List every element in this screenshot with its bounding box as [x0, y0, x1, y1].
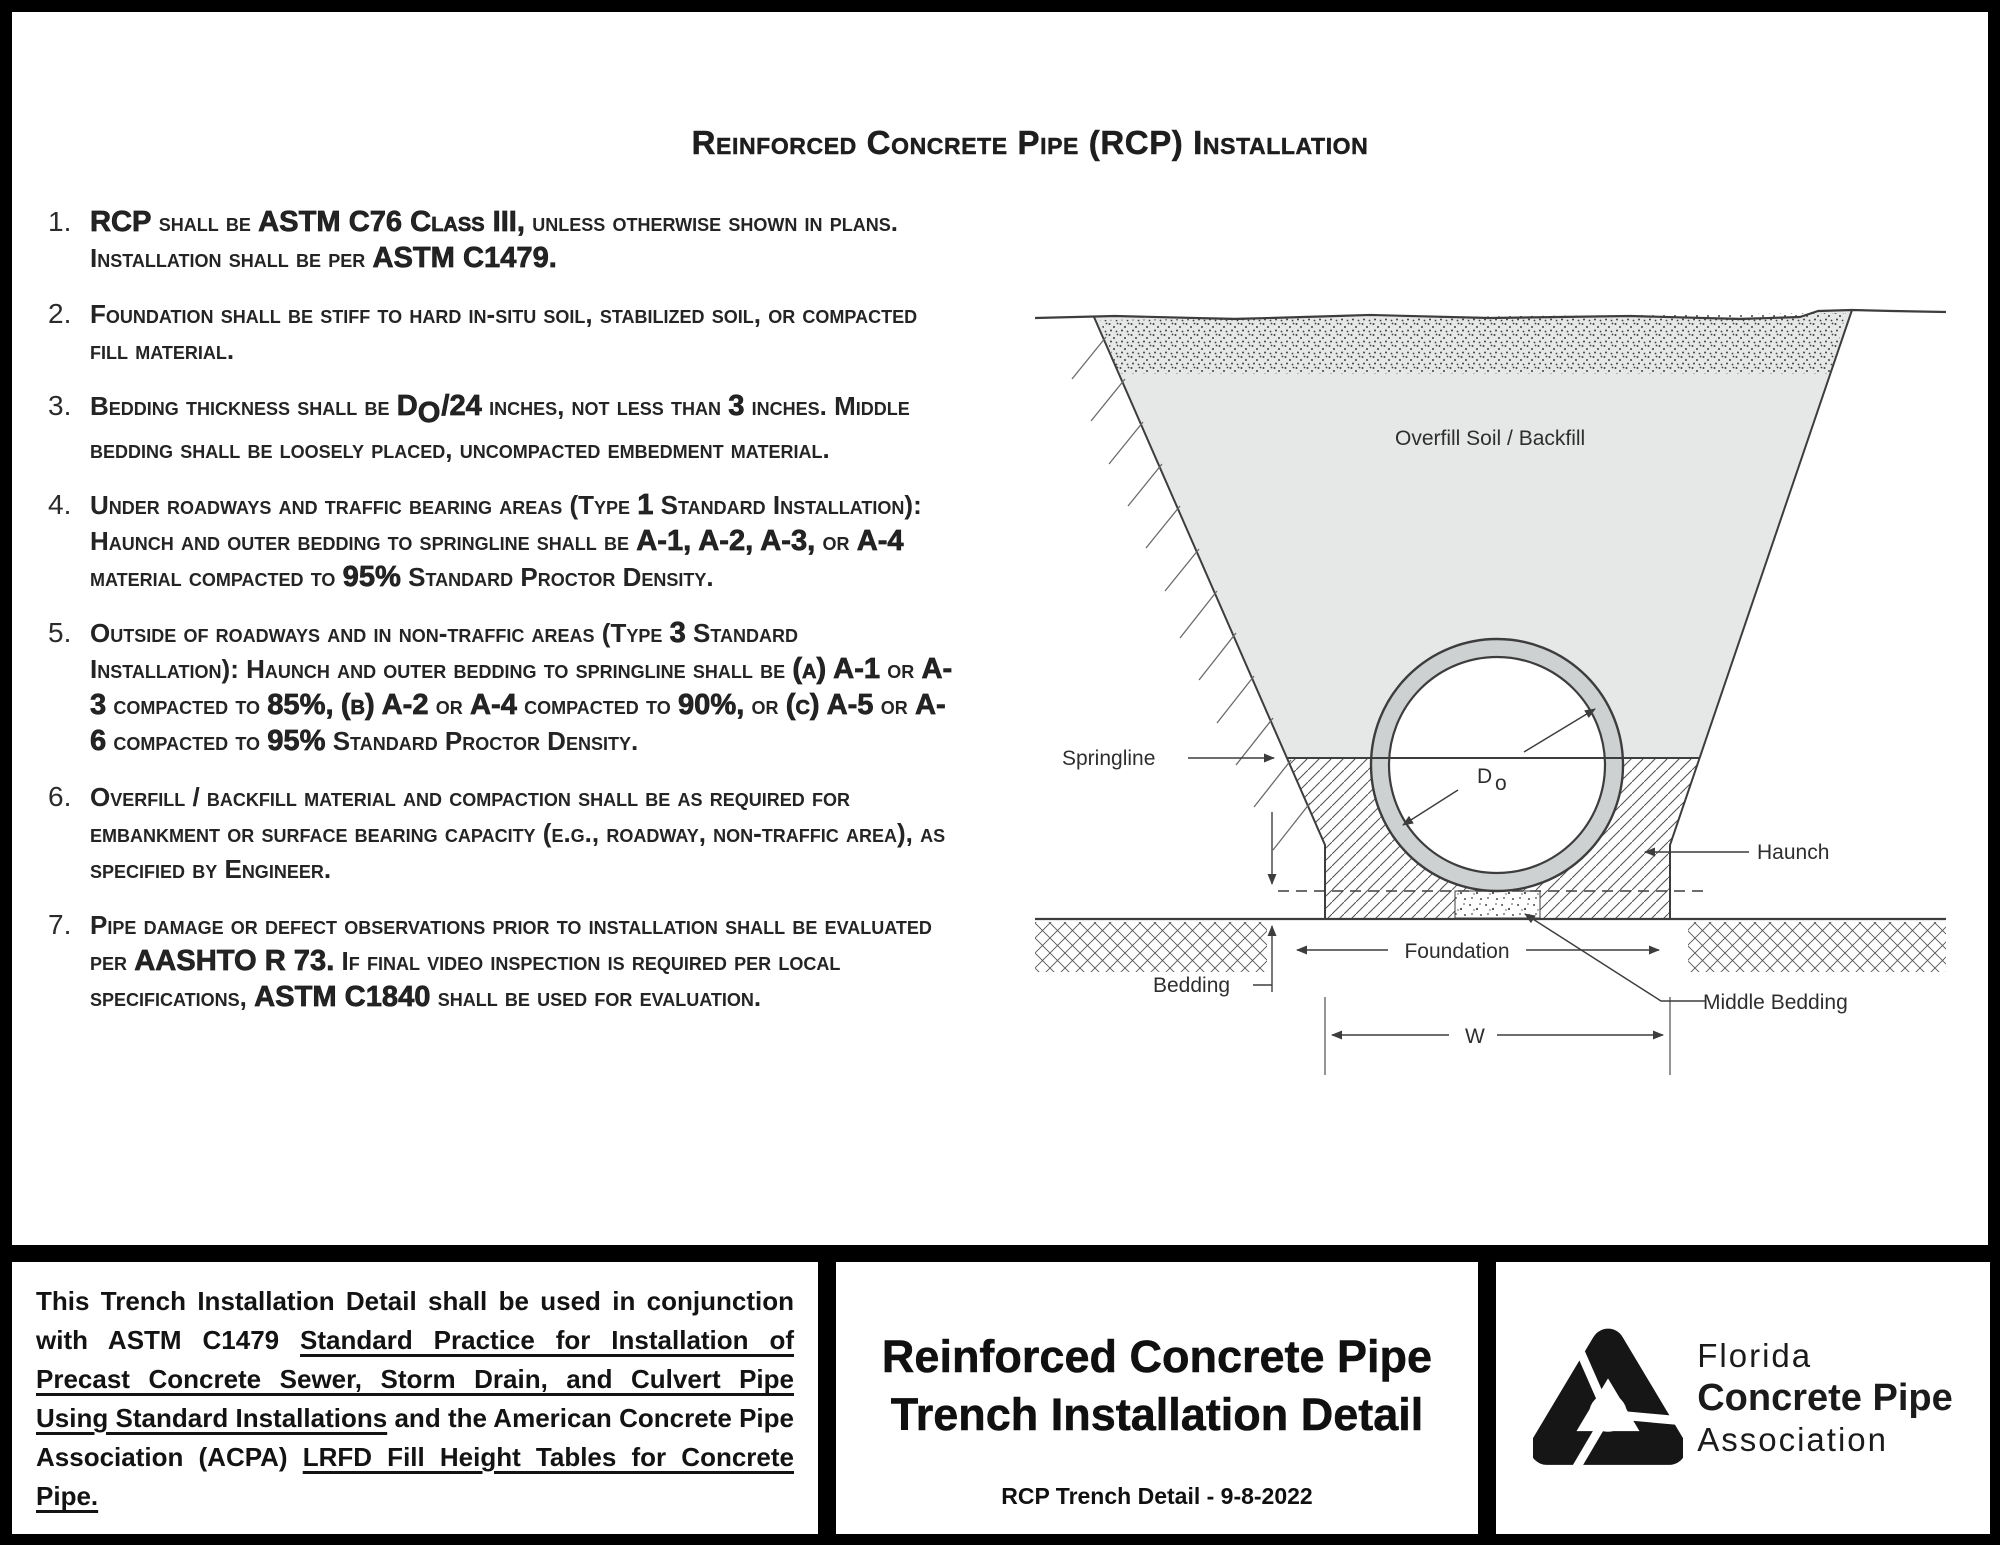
note-item: 7. Pipe damage or defect observations pr… [48, 907, 953, 1015]
note-number: 3. [48, 390, 72, 421]
trench-diagram: Overfill Soil / Backfill Springline D o … [1034, 308, 1947, 1075]
note-number: 1. [48, 206, 72, 237]
logo-line-association: Association [1697, 1421, 1888, 1458]
overfill-label: Overfill Soil / Backfill [1395, 427, 1585, 450]
middle-bedding-stipple [1455, 891, 1540, 918]
fcpa-logo-icon [1533, 1328, 1684, 1468]
note-item: 6. Overfill / backfill material and comp… [48, 779, 953, 887]
backfill-zone [1094, 310, 1852, 758]
note-number: 7. [48, 909, 72, 941]
footer-logo-box: Florida Concrete Pipe Association [1496, 1262, 1990, 1534]
footer-title-box: Reinforced Concrete Pipe Trench Installa… [836, 1262, 1478, 1534]
topsoil-stipple-band [1100, 313, 1846, 374]
diameter-arrow-upper [1523, 708, 1596, 753]
main-sheet: Reinforced Concrete Pipe (RCP) Installat… [12, 12, 1988, 1245]
note-number: 6. [48, 781, 72, 813]
insitu-ground-hatch-left [1035, 922, 1267, 972]
sheet-title: Reinforced Concrete Pipe Trench Installa… [836, 1328, 1478, 1444]
insitu-slope-hatch [1071, 336, 1311, 851]
trench-width-label: W [1465, 1025, 1485, 1048]
note-text: Overfill / backfill material and compact… [90, 782, 946, 885]
springline-label: Springline [1062, 747, 1155, 770]
ground-surface-line [1034, 308, 1947, 321]
bedding-label: Bedding [1153, 974, 1230, 997]
sheet-title-line2: Trench Installation Detail [890, 1389, 1424, 1441]
dimension-annotations [1188, 708, 1749, 1075]
haunch-label: Haunch [1757, 841, 1829, 864]
reference-text: This Trench Installation Detail shall be… [36, 1286, 795, 1511]
note-number: 4. [48, 489, 72, 521]
logo-line-concrete-pipe: Concrete Pipe [1697, 1377, 1953, 1419]
pipe-inner-wall [1387, 655, 1607, 875]
note-text: Under roadways and traffic bearing areas… [90, 489, 922, 594]
trench-section [1034, 308, 1947, 972]
page-title: Reinforced Concrete Pipe (RCP) Installat… [691, 124, 1369, 162]
note-text: Outside of roadways and in non-traffic a… [90, 617, 953, 758]
sheet-subtitle: RCP Trench Detail - 9-8-2022 [1001, 1483, 1313, 1509]
note-number: 2. [48, 298, 72, 329]
sheet-title-line1: Reinforced Concrete Pipe [881, 1331, 1433, 1383]
trench-right-wall [1669, 309, 1853, 919]
note-text: RCP shall be ASTM C76 Class III, unless … [90, 206, 899, 275]
note-text: Foundation shall be stiff to hard in-sit… [90, 299, 918, 365]
middle-bedding-leader [1524, 913, 1706, 1002]
middle-bedding-label: Middle Bedding [1703, 991, 1848, 1014]
note-item: 2. Foundation shall be stiff to hard in-… [48, 296, 953, 368]
logo-text: Florida Concrete Pipe Association [1697, 1336, 1953, 1460]
pipe-diameter-label: D [1477, 765, 1492, 788]
insitu-ground-hatch-right [1688, 922, 1946, 972]
diagram-labels: Overfill Soil / Backfill Springline D o … [1062, 427, 1848, 1048]
note-item: 4. Under roadways and traffic bearing ar… [48, 487, 953, 595]
logo-line-florida: Florida [1697, 1337, 1813, 1374]
note-text: Bedding thickness shall be DO/24 inches,… [90, 390, 910, 465]
pipe-diameter-subscript: o [1495, 772, 1507, 795]
installation-notes: 1. RCP shall be ASTM C76 Class III, unle… [48, 204, 953, 1035]
footer-reference-box: This Trench Installation Detail shall be… [12, 1262, 818, 1534]
note-item: 3. Bedding thickness shall be DO/24 inch… [48, 388, 953, 467]
note-item: 5. Outside of roadways and in non-traffi… [48, 615, 953, 759]
foundation-label: Foundation [1404, 940, 1509, 963]
diameter-arrow-lower [1402, 789, 1459, 826]
note-number: 5. [48, 617, 72, 649]
trench-left-wall [1093, 316, 1326, 919]
note-item: 1. RCP shall be ASTM C76 Class III, unle… [48, 204, 953, 276]
note-text: Pipe damage or defect observations prior… [90, 910, 932, 1014]
